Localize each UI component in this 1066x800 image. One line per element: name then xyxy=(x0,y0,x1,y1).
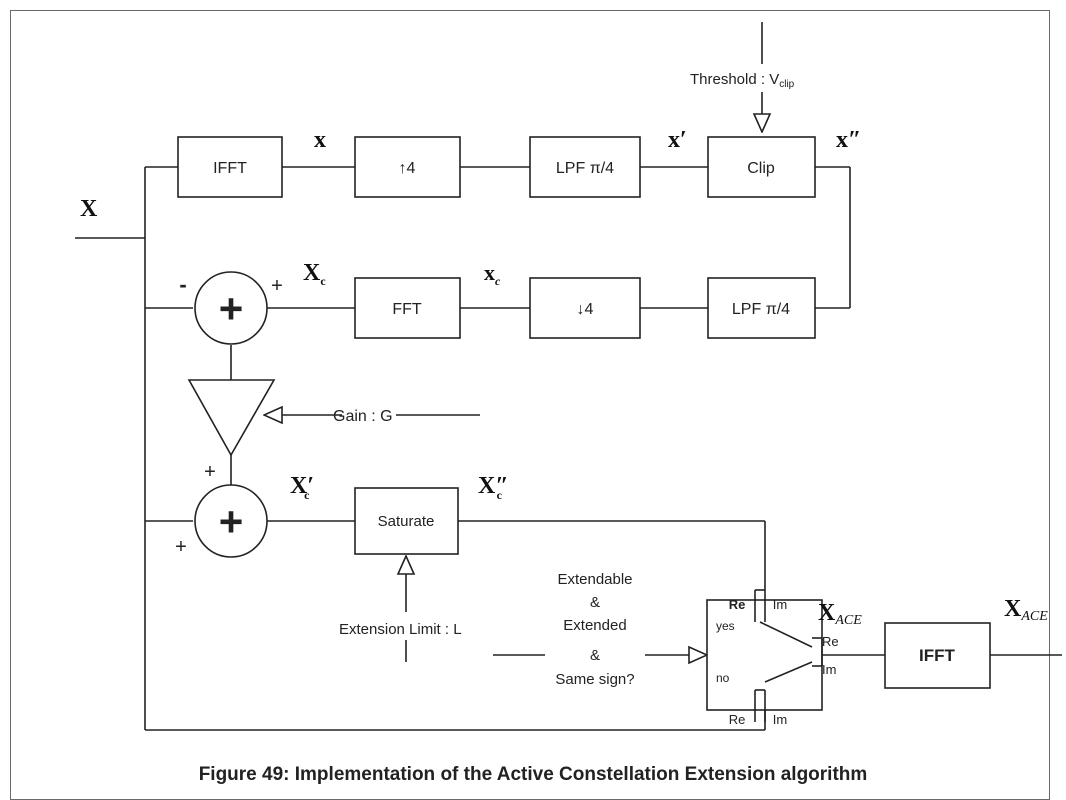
wires xyxy=(75,22,1062,731)
svg-text:Re: Re xyxy=(729,712,746,727)
svg-text:&: & xyxy=(590,647,600,664)
summer-subtract: + - + xyxy=(179,271,283,345)
signal-labels: X x x′ x″ Xc xc X′c X″c XACE XACE xyxy=(80,127,1048,628)
block-clip: Clip xyxy=(707,136,816,198)
svg-text:+: + xyxy=(219,498,244,545)
block-diagram: IFFT ↑4 LPF π/4 Clip FFT ↓4 LPF π/4 Satu… xyxy=(75,22,1062,731)
minus-sign: - xyxy=(179,272,186,297)
svg-text:Threshold : Vclip: Threshold : Vclip xyxy=(690,71,795,90)
signal-x: x xyxy=(314,127,326,153)
signal-Xc-dprime: X″c xyxy=(478,473,509,502)
svg-text:Saturate: Saturate xyxy=(378,513,435,530)
threshold-label: Threshold : Vclip xyxy=(690,66,840,90)
block-ifft-output: IFFT xyxy=(884,622,991,689)
gain-label: Gain : G xyxy=(333,408,393,425)
svg-text:Re: Re xyxy=(822,634,839,649)
svg-text:Im: Im xyxy=(773,712,787,727)
signal-X-ace-output: XACE xyxy=(1004,596,1048,624)
svg-text:LPF π/4: LPF π/4 xyxy=(556,160,614,177)
svg-text:IFFT: IFFT xyxy=(919,646,955,665)
block-downsample: ↓4 xyxy=(529,277,641,339)
block-lpf-mid: LPF π/4 xyxy=(707,277,816,339)
svg-text:+: + xyxy=(219,285,244,332)
svg-text:↑4: ↑4 xyxy=(399,160,416,177)
svg-text:yes: yes xyxy=(716,619,735,633)
svg-text:no: no xyxy=(716,671,730,685)
svg-text:↓4: ↓4 xyxy=(577,301,594,318)
block-upsample: ↑4 xyxy=(354,136,461,198)
plus-sign-top: + xyxy=(204,461,216,483)
gain-amplifier xyxy=(187,379,276,457)
signal-x-dprime: x″ xyxy=(836,127,861,153)
svg-text:Extension Limit : L: Extension Limit : L xyxy=(339,621,462,638)
plus-sign: + xyxy=(271,275,283,297)
condition-label: Extendable & Extended & Same sign? xyxy=(555,571,634,688)
svg-text:Clip: Clip xyxy=(747,160,775,177)
signal-X-ace: XACE xyxy=(818,600,862,628)
selector-switch: Re Im yes no Re Im Re Im xyxy=(706,589,839,727)
extension-limit-label: Extension Limit : L xyxy=(339,621,462,638)
svg-text:Same sign?: Same sign? xyxy=(555,671,634,688)
plus-sign-left: + xyxy=(175,536,187,558)
block-saturate: Saturate xyxy=(354,487,459,555)
signal-Xc-prime: X′c xyxy=(290,473,314,502)
svg-text:Re: Re xyxy=(729,597,746,612)
svg-text:Extendable: Extendable xyxy=(557,571,632,588)
svg-text:Gain : G: Gain : G xyxy=(333,408,393,425)
signal-X-input: X xyxy=(80,196,98,222)
signal-xc: xc xyxy=(484,260,501,288)
signal-x-prime: x′ xyxy=(668,127,687,153)
block-ifft-top: IFFT xyxy=(177,136,283,198)
signal-Xc: Xc xyxy=(303,260,326,288)
svg-text:FFT: FFT xyxy=(392,301,422,318)
block-fft: FFT xyxy=(354,277,461,339)
block-lpf-top: LPF π/4 xyxy=(529,136,641,198)
svg-text:LPF π/4: LPF π/4 xyxy=(732,301,790,318)
svg-text:&: & xyxy=(590,594,600,611)
svg-text:Im: Im xyxy=(822,662,836,677)
figure-caption: Figure 49: Implementation of the Active … xyxy=(198,764,868,785)
summer-add: + + + xyxy=(175,461,268,558)
svg-text:Im: Im xyxy=(773,597,787,612)
svg-text:Extended: Extended xyxy=(563,617,626,634)
svg-text:IFFT: IFFT xyxy=(213,160,247,177)
